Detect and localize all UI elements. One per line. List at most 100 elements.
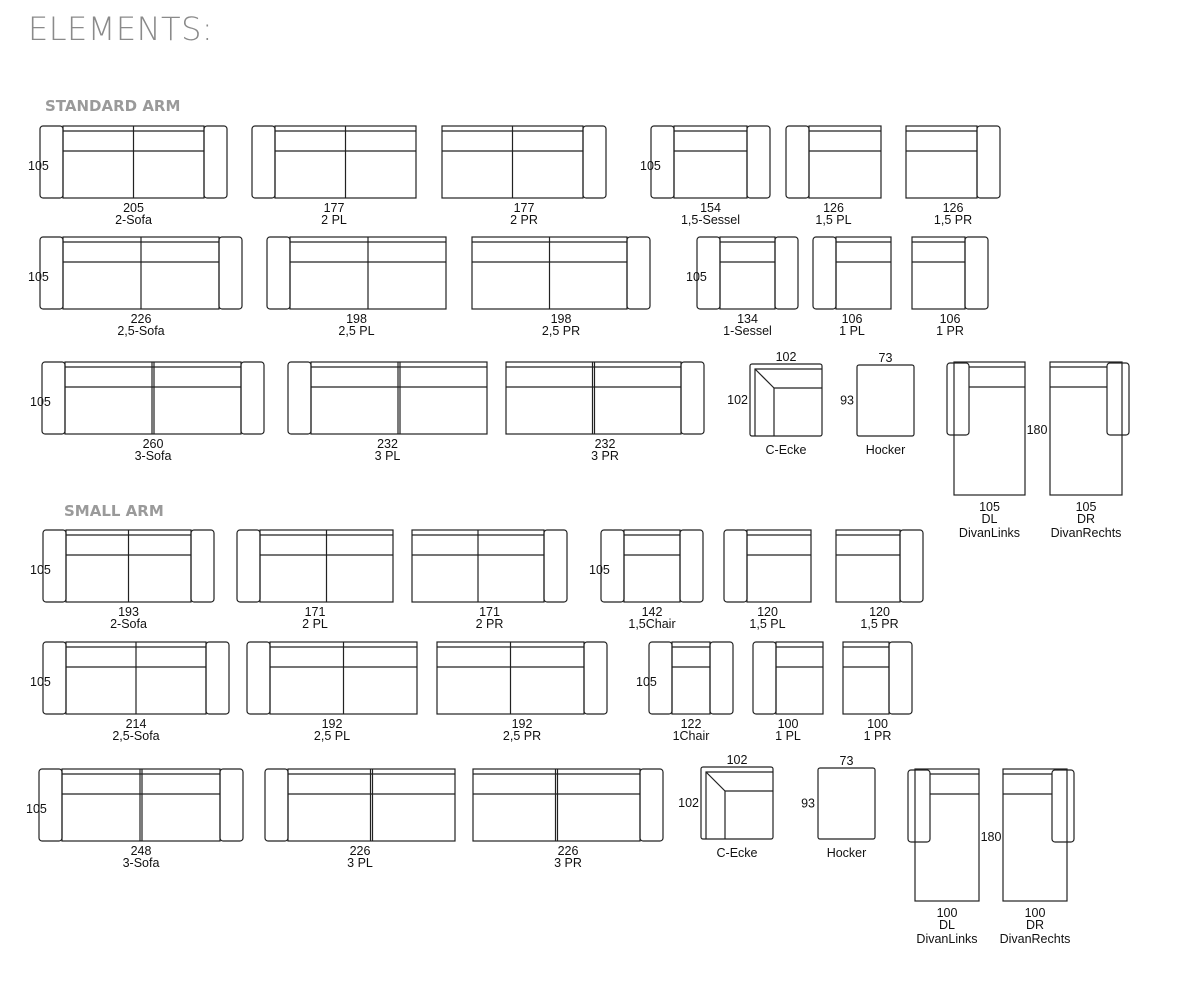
element-name: DivanRechts	[1000, 932, 1071, 946]
width-label: 205	[123, 201, 144, 215]
width-label: 171	[479, 605, 500, 619]
element-name: DivanRechts	[1051, 526, 1122, 540]
arm-rest	[190, 529, 215, 603]
arm-rest	[946, 362, 970, 436]
page-title: ELEMENTS:	[28, 10, 214, 48]
divan-body	[1002, 768, 1068, 902]
element-name: 1,5-Sessel	[681, 213, 740, 227]
sofa-body	[671, 641, 711, 715]
width-label: 226	[558, 844, 579, 858]
corner-body	[749, 363, 823, 437]
arm-rest	[205, 641, 230, 715]
element-name: 3-Sofa	[123, 856, 160, 870]
divan-code: DL	[982, 512, 998, 526]
element-name: 1,5 PL	[749, 617, 785, 631]
width-label: 198	[551, 312, 572, 326]
width-label: 142	[642, 605, 663, 619]
element-name: 2,5 PR	[503, 729, 541, 743]
width-label: 73	[840, 754, 854, 768]
row-depth-label: 105	[28, 270, 49, 284]
width-label: 226	[350, 844, 371, 858]
depth-label: 102	[678, 796, 699, 810]
element-name: 1 PL	[775, 729, 801, 743]
sofa-body	[310, 361, 488, 435]
element-name: 2-Sofa	[110, 617, 147, 631]
element-name: 1 PR	[936, 324, 964, 338]
element-name: 3 PL	[375, 449, 401, 463]
depth-label: 105	[589, 563, 610, 577]
arm-rest	[899, 529, 924, 603]
width-label: 192	[322, 717, 343, 731]
element-name: 2 PR	[510, 213, 538, 227]
depth-label: 102	[727, 393, 748, 407]
sofa-body	[719, 236, 776, 310]
width-label: 232	[377, 437, 398, 451]
element-name: 1,5 PR	[860, 617, 898, 631]
arm-rest	[812, 236, 837, 310]
arm-rest	[543, 529, 568, 603]
width-label: 100	[1025, 906, 1046, 920]
arm-rest	[203, 125, 228, 199]
row-depth-label: 105	[30, 563, 51, 577]
width-label: 193	[118, 605, 139, 619]
element-name: 2,5-Sofa	[112, 729, 159, 743]
divan-body	[1049, 361, 1123, 496]
width-label: 171	[305, 605, 326, 619]
arm-rest	[723, 529, 748, 603]
element-name: 2 PR	[476, 617, 504, 631]
arm-rest	[964, 236, 989, 310]
element-name: 1-Sessel	[723, 324, 772, 338]
arm-rest	[583, 641, 608, 715]
arm-rest	[240, 361, 265, 435]
element-name: C-Ecke	[766, 443, 807, 457]
width-label: 105	[1076, 500, 1097, 514]
section-heading-standard-arm: STANDARD ARM	[45, 97, 181, 115]
width-label: 106	[842, 312, 863, 326]
sofa-body	[673, 125, 748, 199]
ottoman-body	[856, 364, 915, 437]
width-label: 120	[869, 605, 890, 619]
width-label: 100	[867, 717, 888, 731]
width-label: 177	[514, 201, 535, 215]
width-label: 120	[757, 605, 778, 619]
arm-rest	[709, 641, 734, 715]
arm-rest	[785, 125, 810, 199]
element-name: 3-Sofa	[135, 449, 172, 463]
arm-rest	[1051, 769, 1075, 843]
width-label: 214	[126, 717, 147, 731]
element-name: 1Chair	[673, 729, 710, 743]
width-label: 260	[143, 437, 164, 451]
corner-diagonal	[754, 368, 775, 389]
arm-rest	[287, 361, 312, 435]
divan-body	[914, 768, 980, 902]
depth-label: 105	[640, 159, 661, 173]
divan-code: DR	[1077, 512, 1095, 526]
arm-rest	[752, 641, 777, 715]
width-label: 100	[937, 906, 958, 920]
arm-rest	[746, 125, 771, 199]
arm-rest	[1106, 362, 1130, 436]
arm-rest	[976, 125, 1001, 199]
arm-rest	[218, 236, 243, 310]
sofa-body	[835, 529, 901, 603]
sofa-body	[287, 768, 456, 842]
